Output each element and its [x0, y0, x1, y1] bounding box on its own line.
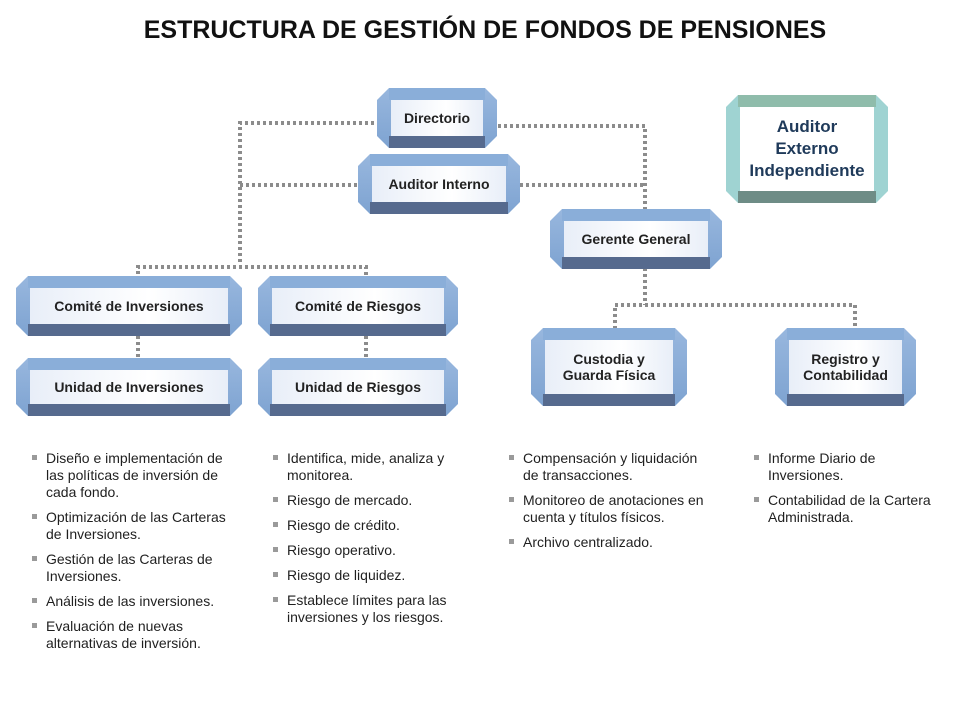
list-riesgos: Identifica, mide, analiza y monitorea. R… [271, 450, 476, 634]
list-item: Compensación y liquidación de transaccio… [507, 450, 707, 484]
node-directorio: Directorio [377, 88, 497, 148]
node-auditor-interno-label: Auditor Interno [372, 166, 506, 202]
node-unidad-riesgos-label: Unidad de Riesgos [272, 370, 444, 404]
node-comite-riesgos-label: Comité de Riesgos [272, 288, 444, 324]
list-item: Informe Diario de Inversiones. [752, 450, 937, 484]
list-item: Gestión de las Carteras de Inversiones. [30, 551, 235, 585]
node-gerente-general: Gerente General [550, 209, 722, 269]
list-item: Riesgo de mercado. [271, 492, 476, 509]
node-directorio-label: Directorio [391, 100, 483, 136]
node-gerente-general-label: Gerente General [564, 221, 708, 257]
page-title: ESTRUCTURA DE GESTIÓN DE FONDOS DE PENSI… [143, 16, 827, 44]
list-custodia: Compensación y liquidación de transaccio… [507, 450, 707, 559]
list-item: Riesgo de liquidez. [271, 567, 476, 584]
list-item: Optimización de las Carteras de Inversio… [30, 509, 235, 543]
list-registro: Informe Diario de Inversiones. Contabili… [752, 450, 937, 534]
node-unidad-inversiones-label: Unidad de Inversiones [30, 370, 228, 404]
node-custodia: Custodia y Guarda Física [531, 328, 687, 406]
node-unidad-riesgos: Unidad de Riesgos [258, 358, 458, 416]
node-auditor-externo-label: Auditor Externo Independiente [740, 107, 874, 191]
list-item: Archivo centralizado. [507, 534, 707, 551]
node-registro-label: Registro y Contabilidad [789, 340, 902, 394]
list-item: Evaluación de nuevas alternativas de inv… [30, 618, 235, 652]
list-item: Diseño e implementación de las políticas… [30, 450, 235, 501]
list-item: Riesgo de crédito. [271, 517, 476, 534]
node-registro: Registro y Contabilidad [775, 328, 916, 406]
node-auditor-interno: Auditor Interno [358, 154, 520, 214]
node-custodia-label: Custodia y Guarda Física [545, 340, 673, 394]
node-auditor-externo: Auditor Externo Independiente [726, 95, 888, 203]
node-comite-inversiones: Comité de Inversiones [16, 276, 242, 336]
list-item: Contabilidad de la Cartera Administrada. [752, 492, 937, 526]
list-item: Riesgo operativo. [271, 542, 476, 559]
node-comite-inversiones-label: Comité de Inversiones [30, 288, 228, 324]
list-inversiones: Diseño e implementación de las políticas… [30, 450, 235, 660]
list-item: Establece límites para las inversiones y… [271, 592, 476, 626]
list-item: Análisis de las inversiones. [30, 593, 235, 610]
node-unidad-inversiones: Unidad de Inversiones [16, 358, 242, 416]
list-item: Identifica, mide, analiza y monitorea. [271, 450, 476, 484]
connector-directorio-right [498, 124, 647, 222]
list-item: Monitoreo de anotaciones en cuenta y tít… [507, 492, 707, 526]
node-comite-riesgos: Comité de Riesgos [258, 276, 458, 336]
